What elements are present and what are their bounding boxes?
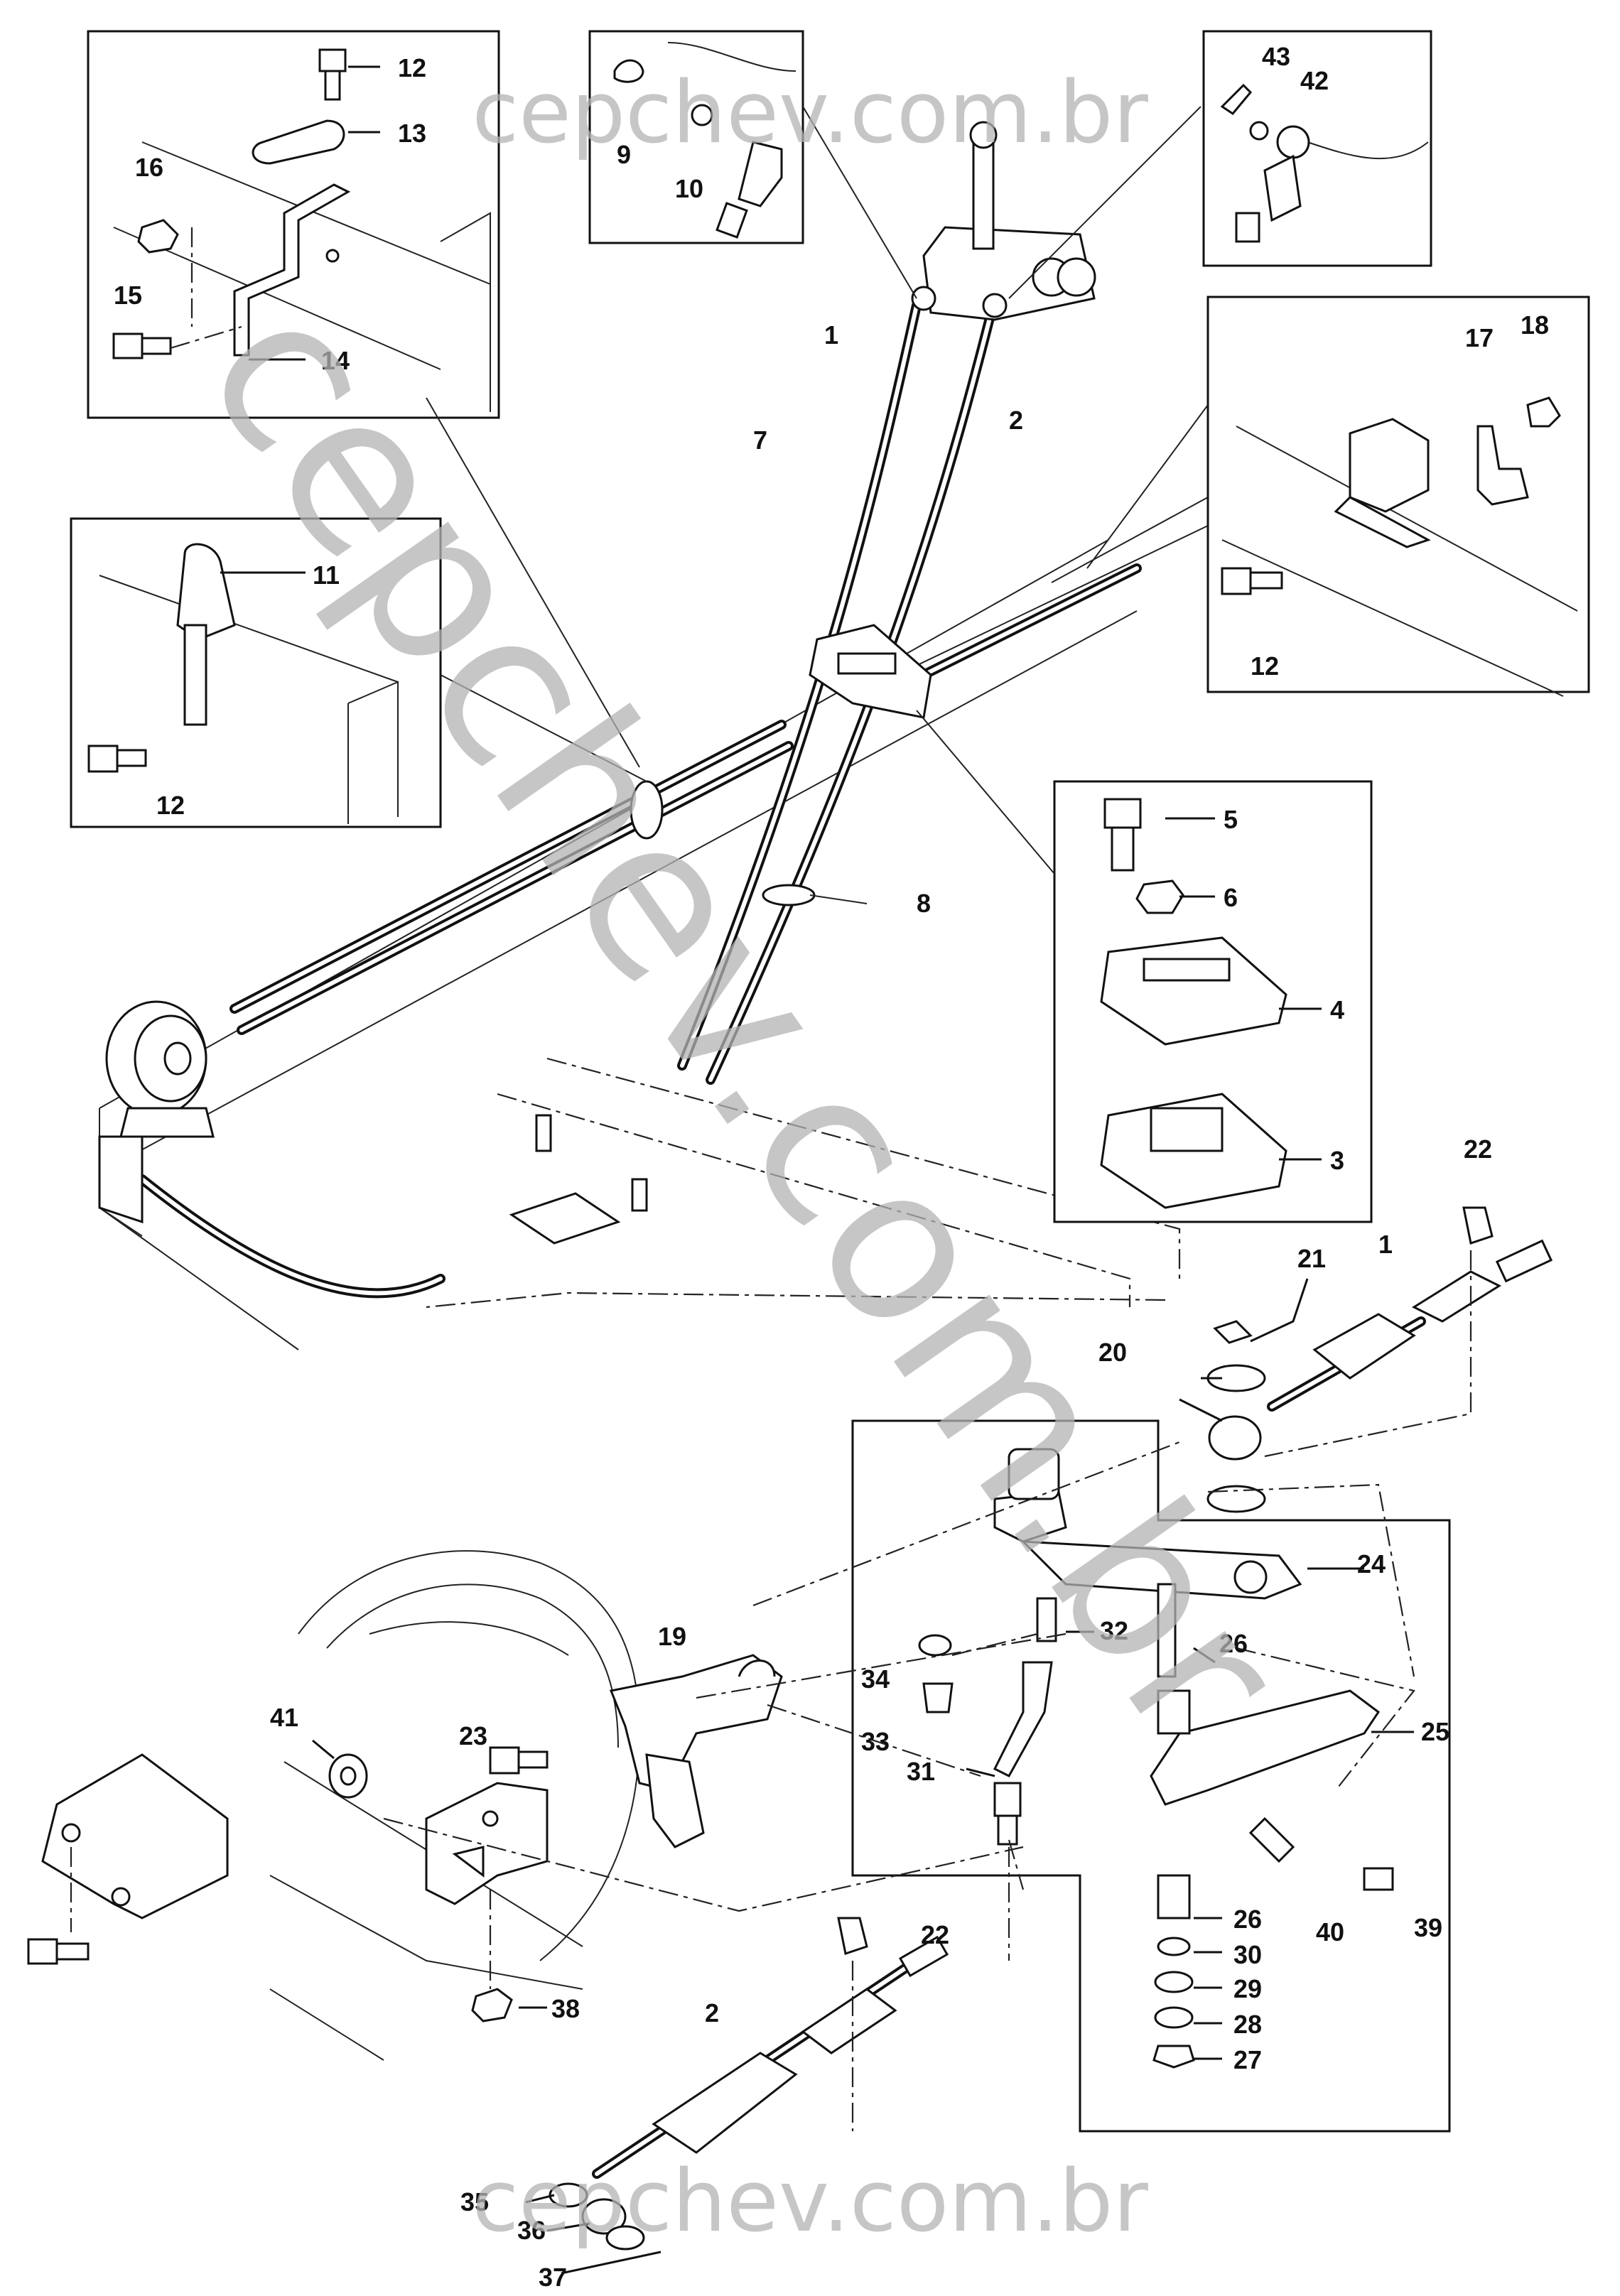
callout-6: 6	[1224, 883, 1238, 912]
callout-7: 7	[753, 426, 767, 455]
callout-28: 28	[1233, 2010, 1262, 2039]
callout-24: 24	[1357, 1549, 1386, 1578]
callout-25: 25	[1421, 1717, 1449, 1746]
inset-ball-joint-left	[588, 30, 804, 244]
callout-1: 1	[1378, 1230, 1393, 1259]
inset-bracket-detail	[87, 30, 500, 419]
callout-23: 23	[459, 1721, 487, 1750]
engine-mount	[98, 1000, 215, 1224]
cable-2-lower	[525, 1847, 1010, 2275]
callout-30: 30	[1233, 1940, 1262, 1969]
callout-2: 2	[705, 1998, 719, 2027]
callout-3: 3	[1330, 1146, 1344, 1175]
callout-35: 35	[460, 2187, 489, 2216]
bracket-23	[425, 1746, 549, 1905]
callout-34: 34	[861, 1664, 890, 1694]
callout-13: 13	[398, 119, 426, 148]
inset-ball-joint-right	[1202, 30, 1432, 267]
callout-9: 9	[617, 140, 631, 169]
inset-clip-detail	[1206, 296, 1590, 697]
callout-1: 1	[824, 320, 838, 350]
inset-shift-lever-linkage	[851, 1419, 1451, 2133]
callout-12: 12	[398, 53, 426, 82]
cable-bracket-19	[609, 1654, 783, 1848]
callout-38: 38	[551, 1994, 580, 2023]
watermark-top: cepchev.com.br	[472, 64, 1148, 163]
callout-42: 42	[1300, 66, 1329, 95]
callout-20: 20	[1098, 1338, 1127, 1367]
shift-tower	[911, 121, 1096, 321]
callout-8: 8	[917, 889, 931, 918]
callout-11: 11	[313, 561, 340, 590]
callout-4: 4	[1330, 995, 1344, 1024]
callout-10: 10	[675, 174, 703, 203]
callout-26: 26	[1233, 1905, 1262, 1934]
callout-29: 29	[1233, 1974, 1262, 2003]
assembly-dash-lines	[383, 1441, 1180, 1912]
callout-27: 27	[1233, 2045, 1262, 2074]
callout-2: 2	[1009, 406, 1023, 435]
inset-strap-detail	[70, 517, 442, 828]
callout-26: 26	[1219, 1629, 1248, 1658]
callout-22: 22	[921, 1920, 949, 1949]
nut-38	[471, 1890, 547, 2022]
callout-21: 21	[1297, 1244, 1326, 1273]
bushing-41	[312, 1739, 368, 1799]
callout-39: 39	[1414, 1913, 1442, 1942]
callout-31: 31	[907, 1757, 935, 1786]
callout-5: 5	[1224, 805, 1238, 834]
inset-leader-lines	[426, 106, 1209, 874]
callout-18: 18	[1521, 310, 1549, 340]
callout-22: 22	[1464, 1135, 1492, 1164]
main-cable-bundle	[137, 293, 1142, 1299]
callout-19: 19	[658, 1622, 686, 1651]
callout-16: 16	[135, 153, 163, 182]
callout-15: 15	[114, 281, 142, 310]
callout-labels: 12 13 16 15 14 9 10 43 42 17 18 12 1 2 7…	[114, 42, 1549, 2292]
watermark-bottom: cepchev.com.br	[472, 2152, 1148, 2251]
callout-33: 33	[861, 1727, 890, 1756]
callout-32: 32	[1100, 1616, 1128, 1645]
callout-40: 40	[1316, 1917, 1344, 1946]
floor-bracket-plate	[426, 1057, 1181, 1309]
callout-12: 12	[1251, 651, 1279, 681]
callout-41: 41	[270, 1703, 298, 1732]
cable-1-lower	[1179, 1206, 1553, 1513]
cable-support-assembly	[630, 624, 932, 906]
callout-37: 37	[539, 2263, 567, 2292]
callout-14: 14	[321, 346, 350, 375]
inset-cable-clamp-detail	[1053, 780, 1373, 1223]
callout-17: 17	[1465, 323, 1494, 352]
housing-mount-bracket	[27, 1753, 229, 1965]
callout-43: 43	[1262, 42, 1290, 71]
callout-12: 12	[156, 791, 185, 820]
callout-36: 36	[517, 2216, 546, 2245]
